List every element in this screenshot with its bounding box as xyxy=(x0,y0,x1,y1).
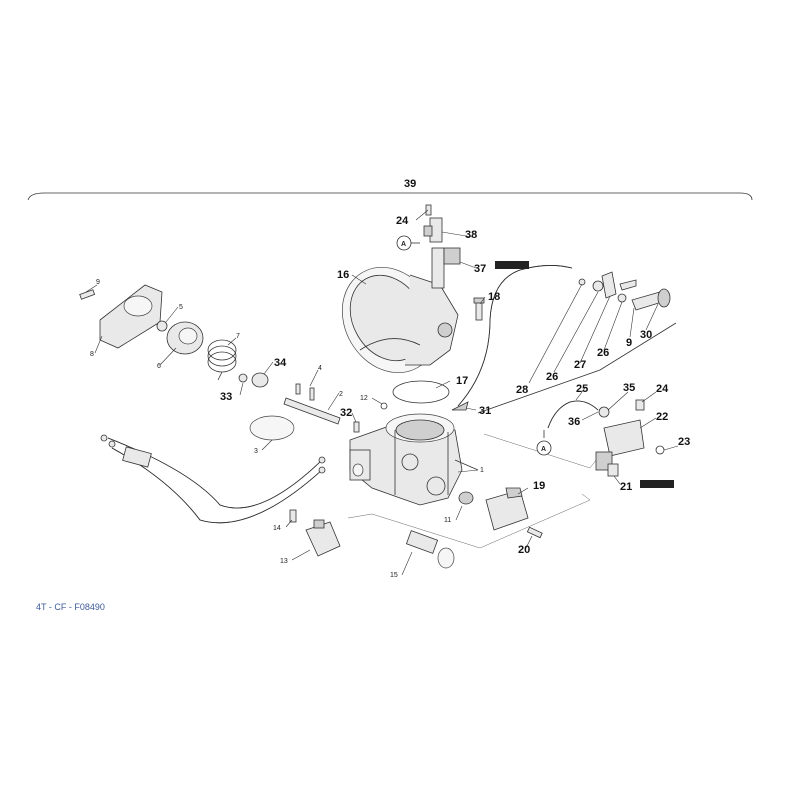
subgroup-bracket xyxy=(477,322,677,414)
callout-35: 35 xyxy=(623,382,635,394)
throttle-disc xyxy=(249,415,295,441)
callout-11: 11 xyxy=(444,517,451,524)
injector-lower xyxy=(595,399,665,477)
callout-20: 20 xyxy=(518,544,530,556)
hose-clip xyxy=(451,401,469,411)
callout-38: 38 xyxy=(465,229,477,241)
callout-8: 8 xyxy=(90,351,94,358)
marker-a-lower: A xyxy=(536,440,552,456)
shaft xyxy=(283,383,341,425)
pulley xyxy=(156,320,204,355)
hose-25-inner xyxy=(547,400,599,429)
o-ring xyxy=(392,380,450,404)
callout-22: 22 xyxy=(656,411,668,423)
svg-text:A: A xyxy=(401,241,406,248)
callout-24b: 24 xyxy=(656,383,669,395)
callout-17: 17 xyxy=(456,375,468,387)
callout-37: 37 xyxy=(474,263,486,275)
bearing-34 xyxy=(251,372,269,388)
callout-1: 1 xyxy=(480,467,484,474)
callout-26a: 26 xyxy=(546,371,558,383)
callout-16: 16 xyxy=(337,269,349,281)
svg-text:A: A xyxy=(541,446,546,453)
callout-9a: 9 xyxy=(96,279,100,286)
callout-4: 4 xyxy=(318,365,322,372)
callout-7: 7 xyxy=(236,333,240,340)
callout-26b: 26 xyxy=(597,347,609,359)
valve-15 xyxy=(405,530,455,569)
sensor-13 xyxy=(289,509,341,557)
throttle-body xyxy=(349,413,479,506)
callout-39: 39 xyxy=(404,178,416,190)
callout-34: 34 xyxy=(274,357,287,369)
callout-5: 5 xyxy=(179,304,183,311)
callout-32: 32 xyxy=(340,407,352,419)
callout-23: 23 xyxy=(678,436,690,448)
callout-9b: 9 xyxy=(626,337,632,349)
callout-31: 31 xyxy=(479,405,491,417)
callout-14: 14 xyxy=(273,525,281,532)
callout-27: 27 xyxy=(574,359,586,371)
air-duct xyxy=(341,266,459,374)
subgroup-outline xyxy=(347,493,591,549)
marker-a-upper: A xyxy=(396,235,420,251)
screw-32 xyxy=(353,421,360,433)
callout-24a: 24 xyxy=(396,215,409,227)
callout-19: 19 xyxy=(533,480,545,492)
injector xyxy=(423,204,461,289)
brand-mark-lower xyxy=(640,480,674,488)
bushing-11 xyxy=(458,491,474,505)
brand-mark-upper xyxy=(495,261,529,269)
callout-6: 6 xyxy=(157,363,161,370)
callout-3: 3 xyxy=(254,448,258,455)
callout-13: 13 xyxy=(280,558,288,565)
callout-33: 33 xyxy=(220,391,232,403)
reference-code: 4T - CF - F08490 xyxy=(36,602,105,612)
callout-21: 21 xyxy=(620,481,632,493)
fuel-hose-inner xyxy=(457,265,573,407)
group-bracket: 39 xyxy=(27,178,753,201)
leader-lines xyxy=(85,209,679,576)
callout-28: 28 xyxy=(516,384,528,396)
callout-36: 36 xyxy=(568,416,580,428)
callout-12: 12 xyxy=(360,395,368,402)
callout-labels: 9 8 5 6 7 33 34 4 2 3 12 32 16 17 31 18 … xyxy=(90,215,690,579)
callout-15: 15 xyxy=(390,572,398,579)
callout-18: 18 xyxy=(488,291,500,303)
spring xyxy=(207,339,237,381)
callout-25: 25 xyxy=(576,383,588,395)
valve-parts xyxy=(578,271,671,311)
fuel-hose xyxy=(457,265,573,407)
washer-12 xyxy=(380,402,388,410)
sensor-19 xyxy=(485,487,543,539)
bolt-18 xyxy=(473,297,485,321)
callout-2: 2 xyxy=(339,391,343,398)
cables xyxy=(100,434,326,524)
washer-33 xyxy=(238,373,248,383)
callout-30: 30 xyxy=(640,329,652,341)
cover xyxy=(79,284,163,349)
